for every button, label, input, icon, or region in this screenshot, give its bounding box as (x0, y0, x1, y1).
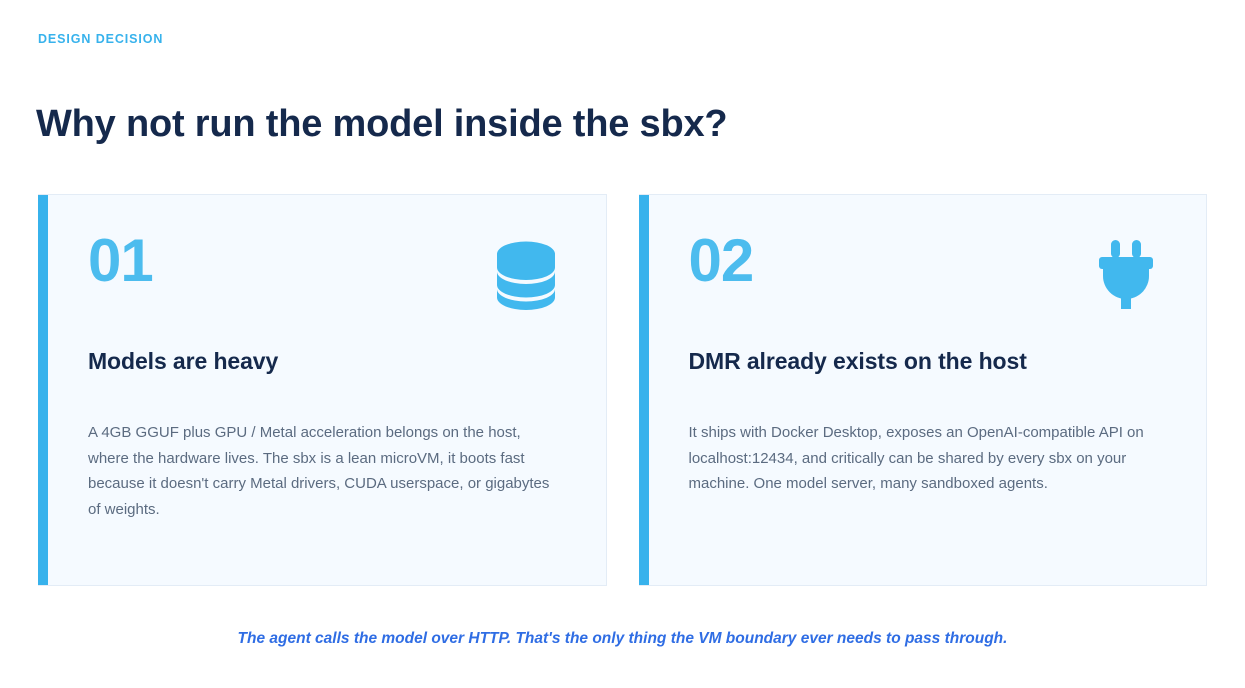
database-icon (490, 239, 562, 311)
footer-note: The agent calls the model over HTTP. Tha… (237, 630, 1008, 647)
card-number: 01 (88, 227, 154, 294)
cards-container: 01 Models are heavy A 4GB GGUF plus GPU … (38, 194, 1207, 586)
card-models-are-heavy[interactable]: 01 Models are heavy A 4GB GGUF plus GPU … (38, 194, 607, 586)
card-body-text: It ships with Docker Desktop, exposes an… (688, 423, 1144, 493)
power-plug-icon (1090, 239, 1162, 311)
card-top-row: 01 (88, 231, 562, 347)
card-accent-bar (38, 195, 48, 585)
card-heading: DMR already exists on the host (688, 348, 1027, 374)
card-number: 02 (688, 227, 755, 294)
card-dmr-already-exists[interactable]: 02 DMR already exists on the host It shi (638, 194, 1207, 586)
eyebrow-label: DESIGN DECISION (38, 32, 164, 46)
page-title: Why not run the model inside the sbx? (36, 103, 728, 146)
card-body-text: A 4GB GGUF plus GPU / Metal acceleration… (88, 423, 550, 519)
card-top-row: 02 (689, 231, 1163, 347)
card-heading: Models are heavy (88, 348, 279, 374)
card-accent-bar (638, 195, 649, 585)
